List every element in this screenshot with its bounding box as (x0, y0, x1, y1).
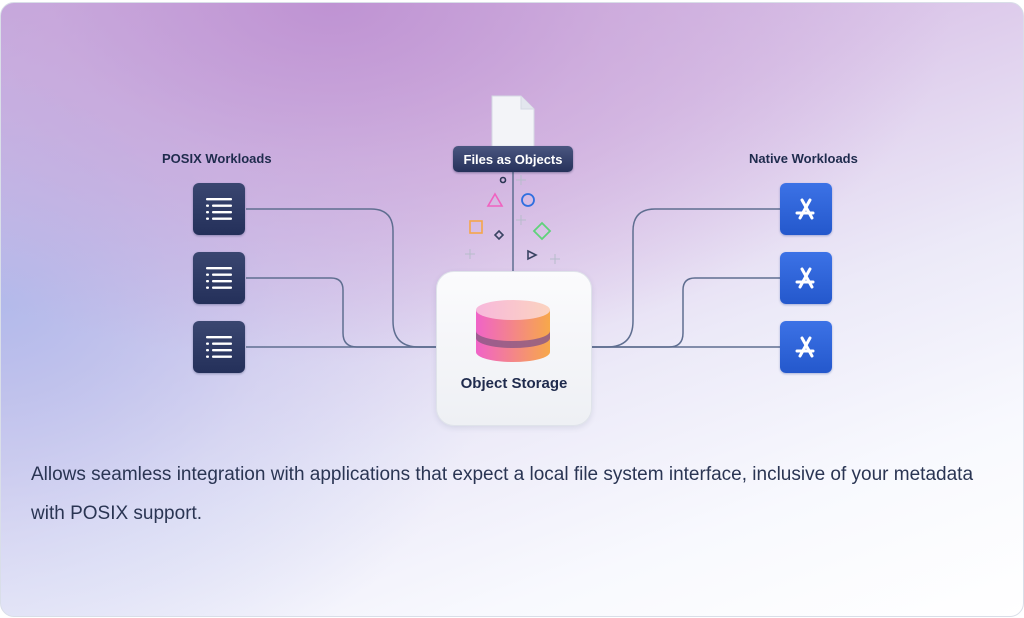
list-icon (206, 336, 232, 358)
triangle-right-icon (527, 249, 538, 261)
connector-posix-2 (246, 277, 437, 348)
triangle-icon (486, 192, 504, 207)
database-icon (476, 300, 550, 362)
plus-icon (516, 175, 526, 185)
app-store-icon (795, 267, 815, 289)
connector-native-1 (590, 208, 780, 348)
posix-workload-tile[interactable] (193, 183, 245, 235)
posix-workload-tile[interactable] (193, 321, 245, 373)
feature-description: Allows seamless integration with applica… (31, 464, 974, 524)
native-workload-tile[interactable] (780, 252, 832, 304)
document-icon (491, 95, 535, 149)
diamond-small-icon (493, 229, 505, 241)
object-storage-node[interactable]: Object Storage (436, 271, 592, 426)
object-storage-label: Object Storage (460, 375, 568, 392)
diamond-icon (532, 221, 552, 241)
plus-icon (550, 254, 560, 264)
list-icon (206, 198, 232, 220)
native-workload-tile[interactable] (780, 321, 832, 373)
files-as-objects-badge: Files as Objects (453, 146, 573, 172)
posix-workload-tile[interactable] (193, 252, 245, 304)
native-workload-tile[interactable] (780, 183, 832, 235)
plus-icon (516, 215, 526, 225)
circle-small-icon (499, 176, 507, 184)
connector-lines (246, 172, 780, 348)
app-store-icon (795, 336, 815, 358)
native-workloads-label: Native Workloads (749, 151, 858, 166)
square-icon (469, 220, 483, 234)
posix-workloads-label: POSIX Workloads (162, 151, 272, 166)
connector-posix-1 (246, 208, 437, 348)
plus-icon (465, 249, 475, 259)
circle-icon (521, 193, 535, 207)
app-store-icon (795, 198, 815, 220)
list-icon (206, 267, 232, 289)
connector-native-2 (590, 277, 780, 348)
